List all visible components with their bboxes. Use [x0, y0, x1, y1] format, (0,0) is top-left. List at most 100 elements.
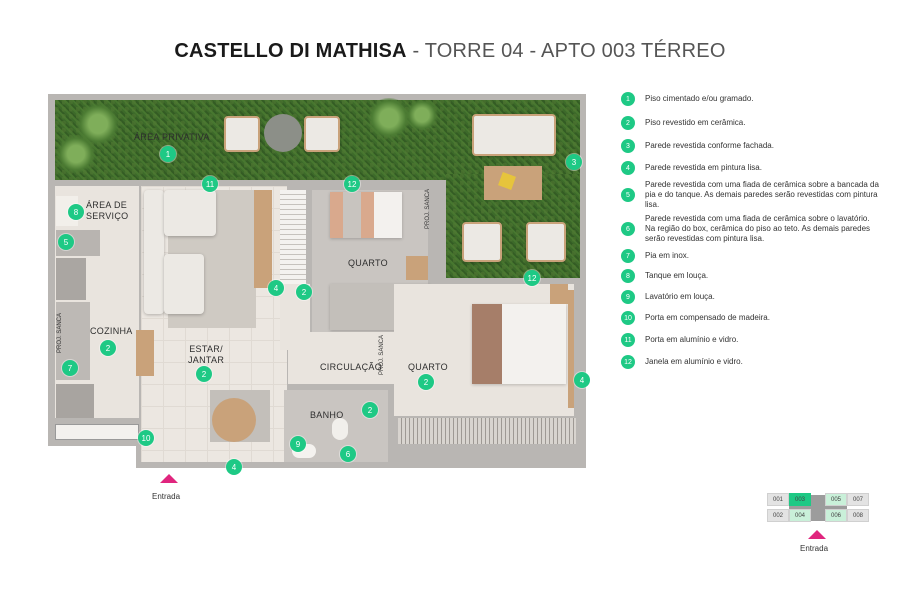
legend-item: 1 Piso cimentado e/ou gramado.	[621, 92, 881, 106]
label-estar-jantar: ESTAR/ JANTAR	[188, 344, 225, 365]
stove	[56, 258, 86, 300]
label-quarto-1: QUARTO	[348, 258, 388, 268]
legend-item: 6 Parede revestida com uma fiada de cerâm…	[621, 214, 881, 244]
key-unit: 005	[825, 493, 847, 506]
window-frame	[55, 424, 139, 440]
marker-3: 3	[566, 154, 582, 170]
legend-text: Lavatório em louça.	[645, 292, 715, 301]
legend-text: Tanque em louça.	[645, 271, 709, 280]
label-circulacao: CIRCULAÇÃO	[320, 362, 383, 372]
legend-marker: 4	[621, 161, 635, 175]
marker-8: 8	[68, 204, 84, 220]
legend-text: Piso cimentado e/ou gramado.	[645, 94, 754, 103]
legend-marker: 1	[621, 92, 635, 106]
label-proj-sanca: PROJ. SANCA	[57, 312, 64, 354]
toilet	[332, 418, 348, 440]
sofa	[144, 190, 164, 314]
key-unit: 008	[847, 509, 869, 522]
round-table	[264, 114, 302, 152]
key-unit: 004	[789, 509, 811, 522]
marker-12: 12	[524, 270, 540, 286]
label-cozinha: COZINHA	[90, 326, 133, 336]
armchair	[304, 116, 340, 152]
dining-table	[212, 398, 256, 442]
armchair	[224, 116, 260, 152]
legend-text: Parede revestida com uma fiada de cerâmi…	[645, 214, 871, 243]
marker-5: 5	[58, 234, 74, 250]
legend-text: Pia em inox.	[645, 251, 690, 260]
legend-marker: 11	[621, 333, 635, 347]
sofa-chaise	[164, 190, 216, 236]
legend-item: 11 Porta em alumínio e vidro.	[621, 333, 881, 347]
label-area-privativa: ÁREA PRIVATIVA	[134, 132, 210, 142]
desk	[406, 256, 428, 280]
floor-plan: ÁREA PRIVATIVA ÁREA DE SERVIÇO COZINHA E…	[48, 94, 590, 468]
marker-12: 12	[344, 176, 360, 192]
bed-throw	[472, 304, 502, 384]
sofa-chaise	[164, 254, 204, 314]
marker-1: 1	[160, 146, 176, 162]
page-title: CASTELLO DI MATHISA - TORRE 04 - APTO 00…	[0, 40, 900, 63]
marker-2: 2	[296, 284, 312, 300]
legend-marker: 10	[621, 311, 635, 325]
key-unit: 001	[767, 493, 789, 506]
fridge	[56, 384, 94, 418]
legend-text: Porta em alumínio e vidro.	[645, 335, 739, 344]
nightstand	[550, 284, 568, 304]
key-unit-highlighted: 003	[789, 493, 811, 506]
legend-marker: 3	[621, 139, 635, 153]
marker-4: 4	[574, 372, 590, 388]
key-corridor	[789, 503, 847, 511]
legend-text: Janela em alumínio e vidro.	[645, 357, 743, 366]
legend-item: 12 Janela em alumínio e vidro.	[621, 355, 881, 369]
legend-marker: 6	[621, 222, 635, 236]
plant	[56, 134, 96, 174]
marker-6: 6	[340, 446, 356, 462]
legend-marker: 2	[621, 116, 635, 130]
label-banho: BANHO	[310, 410, 344, 420]
legend-text: Parede revestida com uma fiada de cerâmi…	[645, 180, 879, 209]
marker-2: 2	[196, 366, 212, 382]
key-entrance-label: Entrada	[800, 544, 829, 553]
legend-item: 4 Parede revestida em pintura lisa.	[621, 161, 881, 175]
marker-10: 10	[138, 430, 154, 446]
legend-item: 3 Parede revestida conforme fachada.	[621, 139, 881, 153]
marker-2: 2	[100, 340, 116, 356]
label-proj-sanca: PROJ. SANCA	[379, 334, 386, 376]
marker-2: 2	[418, 374, 434, 390]
label-quarto-2: QUARTO	[408, 362, 448, 372]
legend-marker: 12	[621, 355, 635, 369]
key-plan: 001 003 005 007 002 004 006 008	[767, 491, 869, 523]
title-project: CASTELLO DI MATHISA	[174, 40, 407, 62]
sideboard	[136, 330, 154, 376]
marker-4: 4	[226, 459, 242, 475]
legend-text: Parede revestida conforme fachada.	[645, 141, 774, 150]
legend-marker: 5	[621, 188, 635, 202]
key-entrance-arrow-icon	[808, 530, 826, 539]
bed-cover	[330, 192, 374, 238]
garden-sofa	[472, 114, 556, 156]
entrance-arrow-icon	[160, 474, 178, 483]
legend-text: Piso revestido em cerâmica.	[645, 118, 746, 127]
title-unit: - TORRE 04 - APTO 003 TÉRREO	[406, 40, 726, 62]
legend-item: 10 Porta em compensado de madeira.	[621, 311, 881, 325]
marker-7: 7	[62, 360, 78, 376]
legend-item: 5 Parede revestida com uma fiada de cerâm…	[621, 180, 881, 210]
key-unit: 002	[767, 509, 789, 522]
key-unit: 006	[825, 509, 847, 522]
tv-panel	[254, 190, 272, 288]
marker-11: 11	[202, 176, 218, 192]
legend-text: Porta em compensado de madeira.	[645, 313, 770, 322]
wardrobe	[398, 418, 576, 444]
headboard	[568, 290, 574, 408]
label-area-servico: ÁREA DE SERVIÇO	[86, 200, 129, 221]
marker-2: 2	[362, 402, 378, 418]
closet	[280, 190, 306, 284]
legend-text: Parede revestida em pintura lisa.	[645, 163, 762, 172]
bed-cover	[330, 284, 398, 330]
key-unit: 007	[847, 493, 869, 506]
marker-9: 9	[290, 436, 306, 452]
